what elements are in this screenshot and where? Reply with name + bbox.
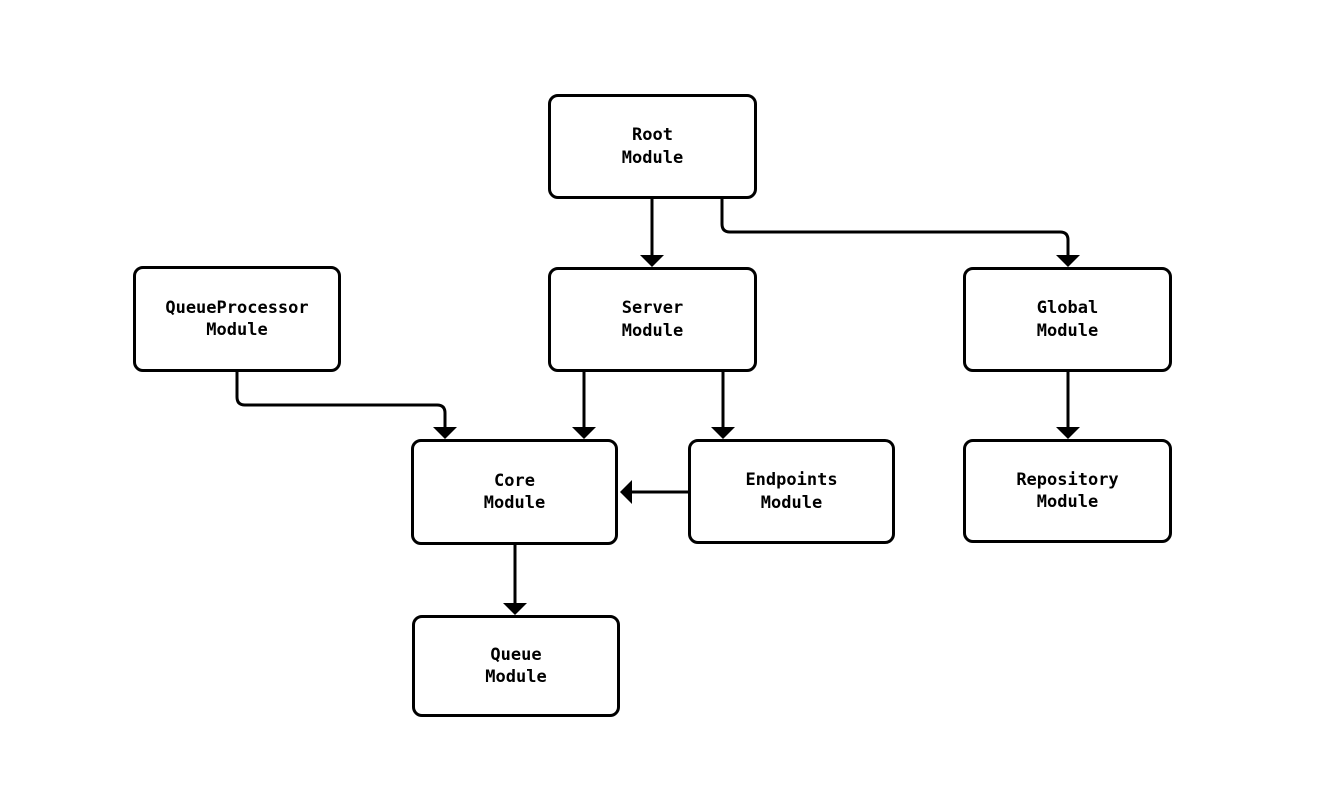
node-server-module: Server Module <box>548 267 757 372</box>
node-root-module: Root Module <box>548 94 757 199</box>
node-queueprocessor-module: QueueProcessor Module <box>133 266 341 372</box>
node-endpoints-module: Endpoints Module <box>688 439 895 544</box>
node-endpoints-module-label: Endpoints Module <box>745 470 838 513</box>
node-queue-module-label: Queue Module <box>485 644 547 687</box>
node-global-module-label: Global Module <box>1036 298 1099 341</box>
node-queueprocessor-module-label: QueueProcessor Module <box>165 297 309 340</box>
node-core-module: Core Module <box>411 439 618 545</box>
node-global-module: Global Module <box>963 267 1172 372</box>
edge-root-to-global <box>720 199 1080 267</box>
node-repository-module: Repository Module <box>963 439 1172 543</box>
node-root-module-label: Root Module <box>621 125 684 168</box>
edge-queueprocessor-to-core <box>235 372 457 439</box>
node-core-module-label: Core Module <box>483 470 546 513</box>
node-repository-module-label: Repository Module <box>1016 469 1119 512</box>
node-queue-module: Queue Module <box>412 615 620 717</box>
node-server-module-label: Server Module <box>621 298 684 341</box>
